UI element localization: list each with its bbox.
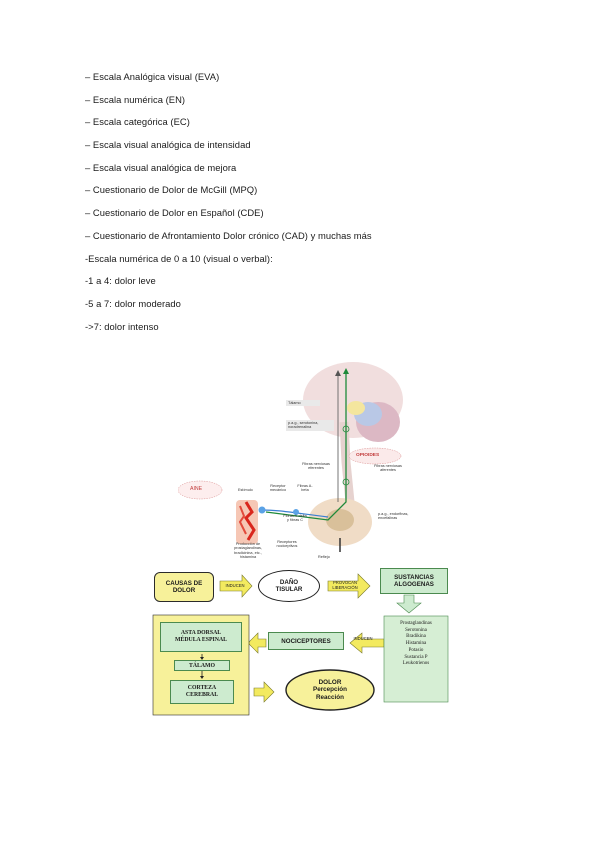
arrow-down-icon: [200, 657, 204, 660]
label-opioides: OPIOIDES: [356, 453, 380, 458]
box-corteza: CORTEZA CEREBRAL: [170, 680, 234, 704]
substance-item: Histamina: [405, 641, 427, 647]
list-line: -5 a 7: dolor moderado: [85, 297, 181, 309]
grey-matter: [326, 509, 354, 531]
substances-list: Prostaglandinas Serotonina Bradikina His…: [384, 621, 448, 668]
dolor-percepcion: Percepción: [313, 686, 347, 694]
label-receptor-mecanico: Receptor mecánico: [269, 484, 287, 493]
thalamus-highlight: [347, 401, 365, 415]
arrow-up-icon: [343, 368, 349, 374]
dolor-title: DOLOR: [318, 678, 342, 686]
label-receptores-nociceptivos: Receptores nociceptivos: [276, 540, 298, 549]
box-causas: CAUSAS DE DOLOR: [154, 572, 214, 602]
label-fibras-eferentes: Fibras nerviosas eferentes: [302, 462, 330, 471]
list-line: – Cuestionario de Dolor de McGill (MPQ): [85, 184, 258, 196]
substance-item: Prostaglandinas: [400, 621, 432, 626]
list-line: ->7: dolor intenso: [85, 320, 159, 332]
label-inducen-1: INDUCEN: [225, 583, 245, 588]
ganglion-icon: [293, 509, 299, 515]
pain-scales-list: – Escala Analógica visual (EVA) – Escala…: [85, 70, 525, 342]
substance-item: Serotonina: [405, 627, 427, 633]
list-line: – Escala numérica (EN): [85, 93, 186, 105]
dolor-ellipse: [285, 669, 375, 711]
label-produccion: Producción de prostaglandinas, bradicini…: [234, 542, 262, 560]
brainstem: [339, 421, 355, 503]
synapse-icon: [342, 425, 350, 433]
pain-pathway-drawing: [178, 362, 403, 552]
label-fibras-abeta: Fibras A-beta: [297, 484, 313, 493]
list-line: – Escala visual analógica de intensidad: [85, 139, 251, 151]
substances-panel: [383, 615, 449, 703]
ellipse-dano: DAÑO TISULAR: [258, 570, 320, 602]
arrow-left-icon: [247, 632, 267, 654]
receptor-icon: [258, 506, 266, 514]
label-aine: AINE: [190, 486, 203, 492]
list-line: – Cuestionario de Afrontamiento Dolor cr…: [85, 229, 372, 241]
label-inducen-2: INDUCEN: [353, 636, 373, 641]
arrow-left-icon: [349, 632, 385, 654]
list-line: -Escala numérica de 0 a 10 (visual o ver…: [85, 252, 273, 264]
aine-bubble: [178, 480, 223, 500]
lightning-icon: [244, 501, 256, 541]
arrow-down-icon: [396, 594, 422, 614]
substance-item: Leukotrienos: [402, 661, 430, 667]
substance-item: Potasio: [408, 647, 424, 653]
label-fibras-adelta: Fibras A-delta y fibras C: [283, 514, 307, 523]
box-asta-dorsal: ASTA DORSAL MÉDULA ESPINAL: [160, 622, 242, 652]
arrow-up-icon: [335, 370, 341, 376]
synapse-icon: [342, 478, 350, 486]
dolor-text: DOLOR Percepción Reacción: [286, 674, 374, 706]
arrow-down-icon: [200, 676, 204, 679]
nerve-fiber: [261, 509, 329, 518]
list-line: – Escala Analógica visual (EVA): [85, 71, 220, 82]
pain-pathway-illustration: Tálamo p.a.g., serotonina, noradrenalina…: [178, 352, 448, 564]
label-pag-2: p.a.g., endorfinas, encefalinas: [378, 512, 409, 521]
label-pag: p.a.g., serotonina, noradrenalina: [286, 420, 334, 431]
list-line: – Cuestionario de Dolor en Español (CDE): [85, 207, 264, 219]
arrow-right-icon: [219, 574, 253, 598]
substance-item: Sustancia P: [404, 654, 428, 660]
list-line: -1 a 4: dolor leve: [85, 275, 156, 287]
label-provocan: PROVOCAN LIBERACIÓN: [332, 580, 358, 590]
arrow-right-icon: [253, 681, 275, 703]
box-sustancias: SUSTANCIAS ALGOGENAS: [380, 568, 448, 594]
label-fibras-aferentes: Fibras nerviosas aferentes: [374, 464, 402, 473]
dolor-reaccion: Reacción: [316, 693, 344, 701]
list-line: – Escala categórica (EC): [85, 116, 190, 128]
box-talamo: TÁLAMO: [174, 660, 230, 671]
arrow-right-icon: [327, 573, 371, 599]
box-nociceptores: NOCICEPTORES: [268, 632, 344, 650]
pain-flow-diagram: CAUSAS DE DOLOR INDUCEN DAÑO TISULAR PRO…: [150, 562, 449, 717]
label-estimulo: Estímulo: [238, 488, 253, 492]
opioides-bubble: [348, 447, 402, 465]
list-line: – Escala visual analógica de mejora: [85, 161, 237, 173]
afferent-pathway: [265, 372, 347, 521]
label-talamo: Tálamo: [286, 400, 320, 407]
label-reflejo: Reflejo: [318, 555, 330, 559]
substance-item: Bradikina: [406, 634, 426, 640]
lightning-icon: [238, 505, 247, 535]
